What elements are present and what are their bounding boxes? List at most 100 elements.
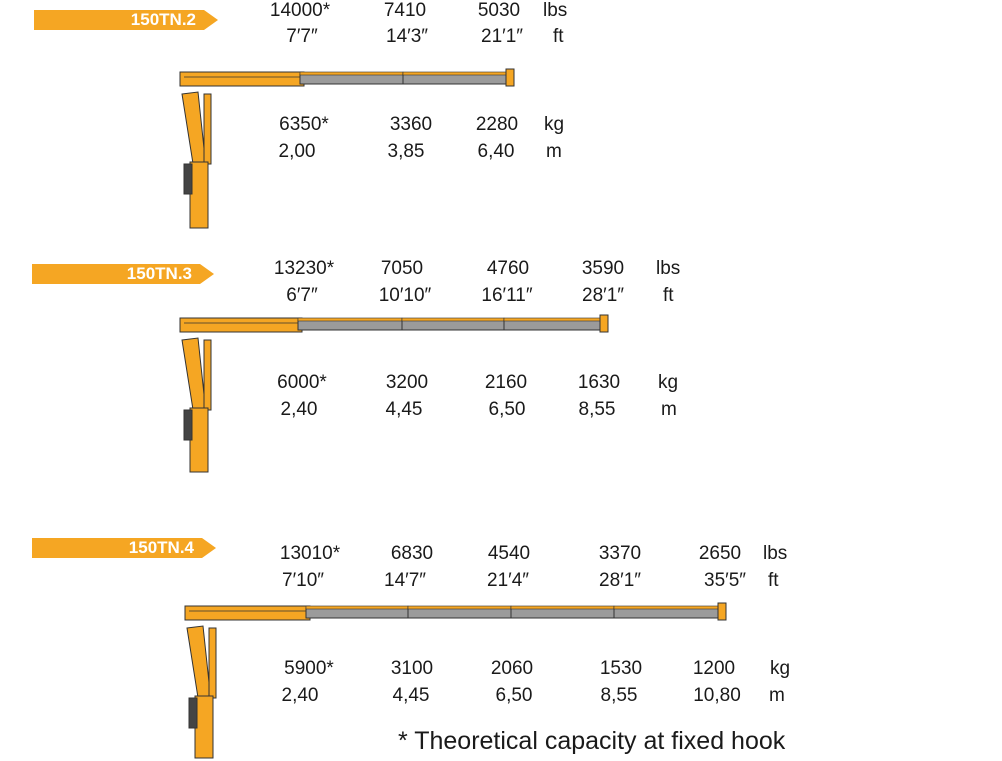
crane-boom-tip (717, 602, 727, 621)
crane-extension (503, 319, 607, 331)
model-tag: 150TN.4 (32, 538, 216, 558)
capacity-lbs: 2650 (698, 543, 742, 564)
capacity-lbs: 14000* (269, 0, 331, 21)
crane-column (181, 91, 207, 171)
crane-column (186, 625, 212, 705)
capacity-kg: 1200 (692, 658, 736, 679)
capacity-lbs: 6830 (390, 543, 434, 564)
capacity-kg: 2060 (490, 658, 534, 679)
capacity-lbs: 3590 (581, 258, 625, 279)
capacity-kg: 3100 (390, 658, 434, 679)
crane-extension-rail (401, 317, 505, 322)
crane-base (189, 161, 209, 229)
reach-ft: 7′7″ (286, 26, 318, 47)
model-section-150tn4: 150TN.4 13010* 6830 4540 3370 2650 lbs 7… (0, 530, 1002, 761)
reach-m: 4,45 (385, 399, 423, 420)
crane-controls (188, 697, 198, 729)
capacity-kg: 1630 (577, 372, 621, 393)
crane-extension (407, 607, 512, 619)
reach-ft: 10′10″ (378, 285, 432, 306)
crane-extension-rail (510, 605, 615, 610)
crane-illustration (184, 602, 727, 759)
capacity-kg: 2160 (484, 372, 528, 393)
reach-ft: 28′1″ (599, 570, 641, 591)
unit-lbs: lbs (656, 258, 681, 279)
capacity-kg: 6350* (279, 114, 329, 135)
reach-m: 2,00 (278, 141, 316, 162)
crane-extension (402, 73, 513, 85)
crane-extension-rail (503, 317, 607, 322)
crane-column (181, 337, 207, 417)
unit-m: m (546, 141, 562, 162)
capacity-lbs: 7410 (383, 0, 427, 21)
reach-m: 4,45 (392, 685, 430, 706)
capacity-lbs: 3370 (598, 543, 642, 564)
crane-extension (299, 73, 404, 85)
reach-ft: 21′1″ (481, 26, 523, 47)
crane-extension (401, 319, 505, 331)
capacity-kg: 3360 (389, 114, 433, 135)
crane-cylinder (203, 93, 212, 165)
reach-m: 8,55 (600, 685, 638, 706)
unit-lbs: lbs (543, 0, 568, 21)
model-section-150tn3: 150TN.3 13230* 7050 4760 3590 lbs 6′7″ 1… (0, 240, 1002, 490)
crane-extension (297, 319, 403, 331)
reach-m: 8,55 (578, 399, 616, 420)
model-tag: 150TN.2 (34, 10, 218, 30)
reach-m: 2,40 (280, 399, 318, 420)
crane-controls (183, 163, 193, 195)
model-tag: 150TN.3 (32, 264, 214, 284)
unit-ft: ft (663, 285, 674, 306)
reach-ft: 7′10″ (282, 570, 324, 591)
unit-lbs: lbs (763, 543, 788, 564)
capacity-kg: 2280 (475, 114, 519, 135)
crane-main-boom (179, 71, 305, 87)
capacity-kg: 1530 (599, 658, 643, 679)
unit-m: m (661, 399, 677, 420)
crane-extension-rail (402, 71, 513, 76)
crane-illustration (179, 314, 609, 473)
model-section-150tn2: 150TN.2 14000* 7410 5030 lbs 7′7″ 14′3″ … (0, 0, 1002, 240)
crane-extension-rail (297, 317, 403, 322)
unit-kg: kg (770, 658, 791, 679)
reach-ft: 28′1″ (582, 285, 624, 306)
capacity-lbs: 13230* (273, 258, 335, 279)
crane-main-boom (179, 317, 303, 333)
reach-m: 10,80 (693, 685, 741, 706)
crane-extension-rail (407, 605, 512, 610)
unit-kg: kg (658, 372, 679, 393)
reach-ft: 6′7″ (286, 285, 318, 306)
crane-base (189, 407, 209, 473)
crane-boom-tip (599, 314, 609, 333)
crane-controls (183, 409, 193, 441)
capacity-lbs: 4760 (486, 258, 530, 279)
unit-ft: ft (768, 570, 779, 591)
crane-cylinder (203, 339, 212, 411)
footnote: * Theoretical capacity at fixed hook (398, 727, 786, 755)
crane-extension (613, 607, 725, 619)
reach-m: 2,40 (281, 685, 319, 706)
reach-ft: 14′3″ (386, 26, 428, 47)
crane-boom-tip (505, 68, 515, 87)
crane-extension-rail (305, 605, 409, 610)
unit-ft: ft (553, 26, 564, 47)
crane-extension-rail (299, 71, 404, 76)
capacity-kg: 6000* (277, 372, 327, 393)
crane-extension (510, 607, 615, 619)
capacity-kg: 5900* (284, 658, 334, 679)
unit-m: m (769, 685, 785, 706)
unit-kg: kg (544, 114, 565, 135)
capacity-lbs: 4540 (487, 543, 531, 564)
reach-ft: 16′11″ (481, 285, 533, 306)
reach-ft: 35′5″ (704, 570, 746, 591)
capacity-lbs: 13010* (279, 543, 341, 564)
reach-ft: 21′4″ (487, 570, 529, 591)
crane-base (194, 695, 214, 759)
reach-m: 3,85 (387, 141, 425, 162)
crane-cylinder (208, 627, 217, 699)
reach-ft: 14′7″ (384, 570, 426, 591)
reach-m: 6,50 (488, 399, 526, 420)
capacity-kg: 3200 (385, 372, 429, 393)
crane-illustration (179, 68, 515, 229)
capacity-lbs: 5030 (477, 0, 521, 21)
